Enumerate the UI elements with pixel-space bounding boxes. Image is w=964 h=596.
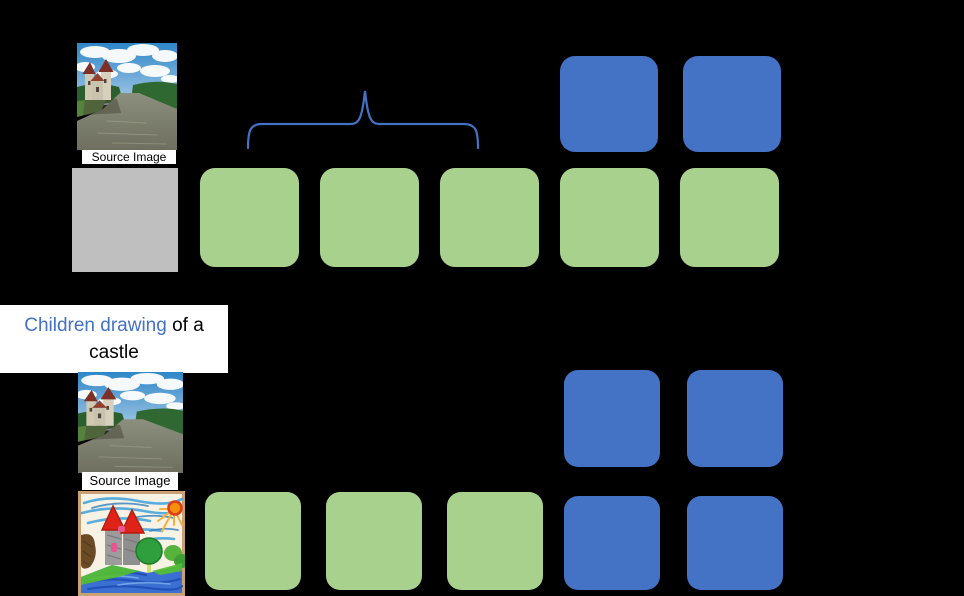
latent-block-green — [447, 492, 543, 590]
grass-bank-left — [81, 565, 140, 585]
prompt-caption-rest: of a — [166, 315, 204, 336]
latent-block-green — [560, 168, 659, 267]
latent-block-green — [440, 168, 539, 267]
top-blue-block-row — [560, 56, 781, 152]
latent-block-blue — [683, 56, 781, 152]
latent-block-green — [205, 492, 301, 590]
latent-block-blue — [687, 370, 783, 467]
source-image-photo — [77, 43, 177, 150]
latent-block-green — [680, 168, 779, 267]
sun — [157, 500, 183, 532]
latent-block-blue — [687, 496, 783, 590]
bottom-green-block-row — [205, 492, 543, 590]
bottom-lower-blue-block-row — [564, 496, 783, 590]
prompt-caption-highlight: Children drawing — [24, 315, 167, 336]
latent-block-blue — [564, 370, 660, 467]
source-image-label-2: Source Image — [82, 472, 178, 490]
trees — [135, 537, 185, 573]
bottom-upper-blue-block-row — [564, 370, 783, 467]
castle — [82, 59, 114, 100]
latent-block-green — [326, 492, 422, 590]
top-green-block-row — [200, 168, 779, 267]
gray-placeholder-box — [72, 168, 178, 272]
latent-block-blue — [564, 496, 660, 590]
source-image-label: Source Image — [82, 150, 176, 164]
grass-bank-right — [152, 563, 182, 575]
prompt-caption-line2: castle — [89, 342, 139, 363]
children-drawing-image — [78, 491, 185, 596]
latent-block-blue — [560, 56, 658, 152]
castle-2 — [83, 387, 117, 426]
drawn-castle — [100, 504, 146, 565]
latent-block-green — [320, 168, 419, 267]
curly-brace — [246, 90, 480, 150]
prompt-caption: Children drawing of a castle — [0, 305, 228, 373]
source-image-photo-2 — [78, 372, 183, 473]
latent-block-green — [200, 168, 299, 267]
